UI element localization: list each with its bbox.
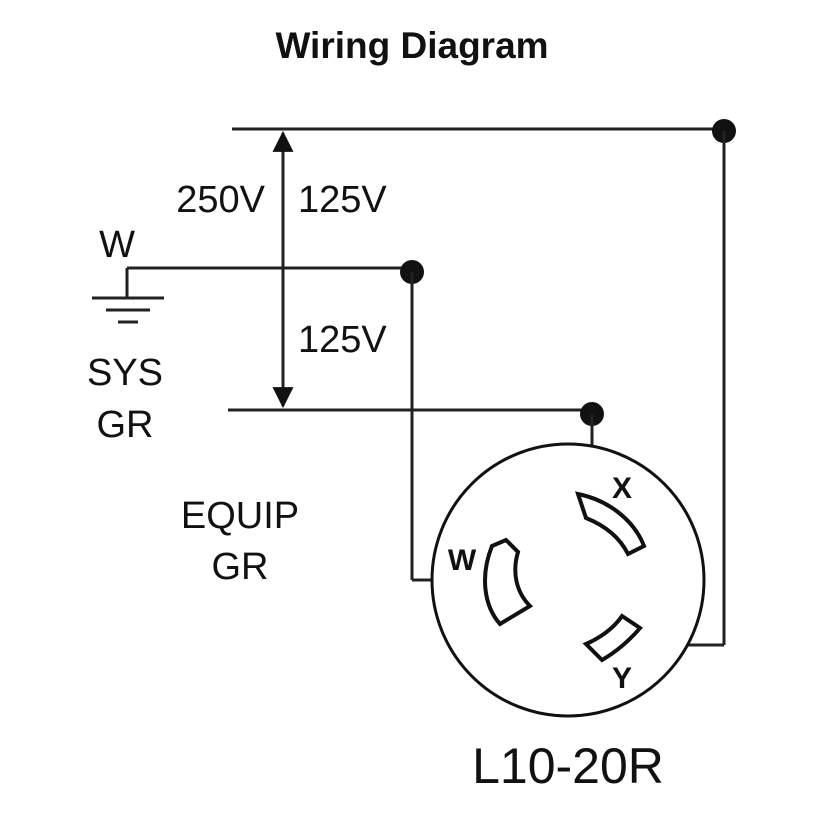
- system-ground-label-line2: GR: [97, 404, 154, 446]
- diagram-title: Wiring Diagram: [275, 25, 548, 66]
- y-blade-slot: [582, 613, 643, 663]
- terminal-x-label: X: [612, 472, 632, 505]
- w-blade-slot: [483, 537, 534, 627]
- system-ground-wire-label: W: [99, 224, 135, 266]
- receptacle-face: [430, 442, 706, 718]
- ground-symbol-icon: [92, 296, 164, 324]
- voltage-upper-label: 125V: [298, 179, 387, 221]
- equipment-ground-label-line2: GR: [212, 546, 269, 588]
- terminal-w-label: W: [448, 544, 477, 577]
- voltage-lower-label: 125V: [298, 319, 387, 361]
- x-blade-slot: [575, 491, 647, 557]
- equipment-ground-label-line1: EQUIP: [181, 495, 299, 537]
- receptacle-model-label: L10-20R: [472, 738, 664, 794]
- voltage-total-label: 250V: [176, 179, 265, 221]
- system-ground-label-line1: SYS: [87, 352, 163, 394]
- terminal-y-label: Y: [612, 662, 632, 695]
